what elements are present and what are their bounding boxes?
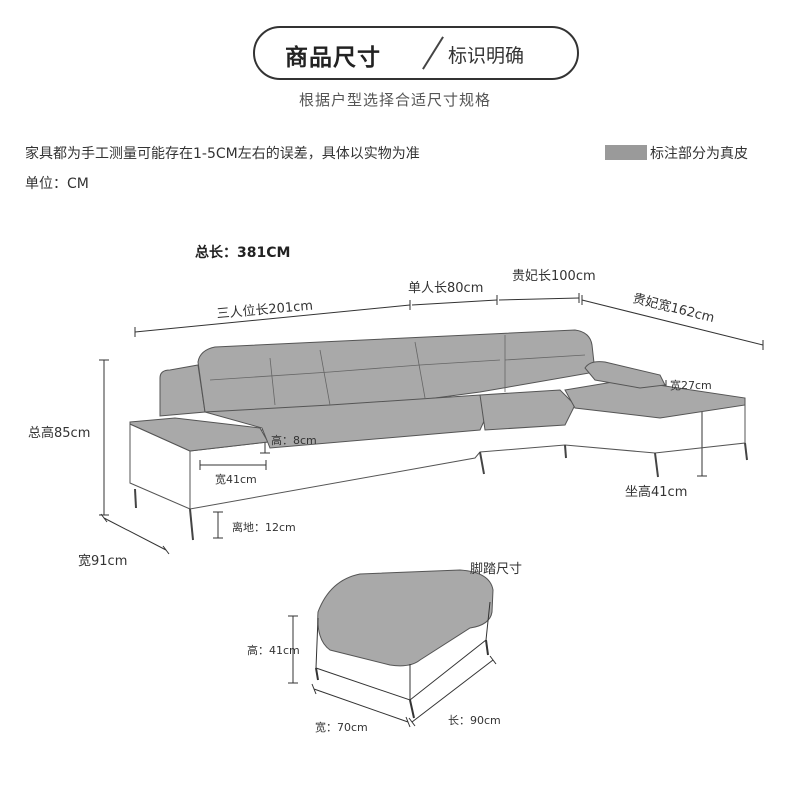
subtitle: 根据户型选择合适尺寸规格 — [298, 91, 491, 109]
total-height-label: 总高85cm — [28, 425, 90, 441]
ottoman-width-label: 宽：70cm — [315, 720, 368, 734]
chaise-width-label: 贵妃宽162cm — [631, 290, 716, 326]
sofa-leg-front-mid — [479, 451, 485, 475]
sofa-leg-back — [744, 442, 748, 461]
depth-dim-line — [103, 517, 167, 551]
sofa-leg-chaise — [654, 452, 659, 478]
ottoman-length-dim-line — [411, 659, 494, 723]
depth-label: 宽91cm — [78, 553, 127, 569]
ottoman-top — [317, 569, 494, 667]
ottoman-length-label: 长：90cm — [448, 714, 501, 727]
single-seat-dim-line — [411, 299, 498, 306]
unit-note: 单位：CM — [25, 176, 89, 192]
three-seat-dim-line — [134, 304, 411, 333]
arm-width-label: 宽27cm — [670, 378, 712, 392]
chaise-length-dim-line — [498, 297, 580, 301]
cushion-height-label: 高：8cm — [271, 433, 317, 447]
ottoman-title: 脚踏尺寸 — [470, 561, 522, 577]
total-length-label: 总长：381CM — [195, 245, 291, 261]
ottoman-leg-front — [409, 699, 415, 719]
ottoman-leg-left — [315, 667, 319, 681]
chaise-length-label: 贵妃长100cm — [512, 269, 596, 284]
clearance-label: 离地：12cm — [232, 520, 296, 534]
single-seat-length-label: 单人长80cm — [408, 281, 483, 296]
legend-text: 标注部分为真皮 — [650, 146, 748, 162]
tolerance-note: 家具都为手工测量可能存在1-5CM左右的误差，具体以实物为准 — [25, 146, 420, 162]
title-pill: 商品尺寸 标识明确 — [253, 26, 579, 80]
arm-rest-width-label: 宽41cm — [215, 472, 257, 486]
leather-swatch — [605, 145, 647, 160]
ottoman-width-dim-line — [313, 688, 409, 723]
left-armrest — [159, 364, 206, 417]
right-armrest — [584, 361, 666, 389]
ottoman-leg-right — [485, 639, 489, 656]
three-seat-length-label: 三人位长201cm — [216, 299, 314, 322]
ottoman-height-label: 高：41cm — [247, 643, 300, 657]
sofa-leg-front-left — [189, 508, 194, 541]
seat-height-label: 坐高41cm — [625, 484, 687, 500]
title-main: 商品尺寸 — [285, 45, 381, 71]
chaise-width-dim-line — [581, 299, 764, 346]
seat-single — [479, 389, 576, 431]
title-sub: 标识明确 — [448, 45, 525, 67]
